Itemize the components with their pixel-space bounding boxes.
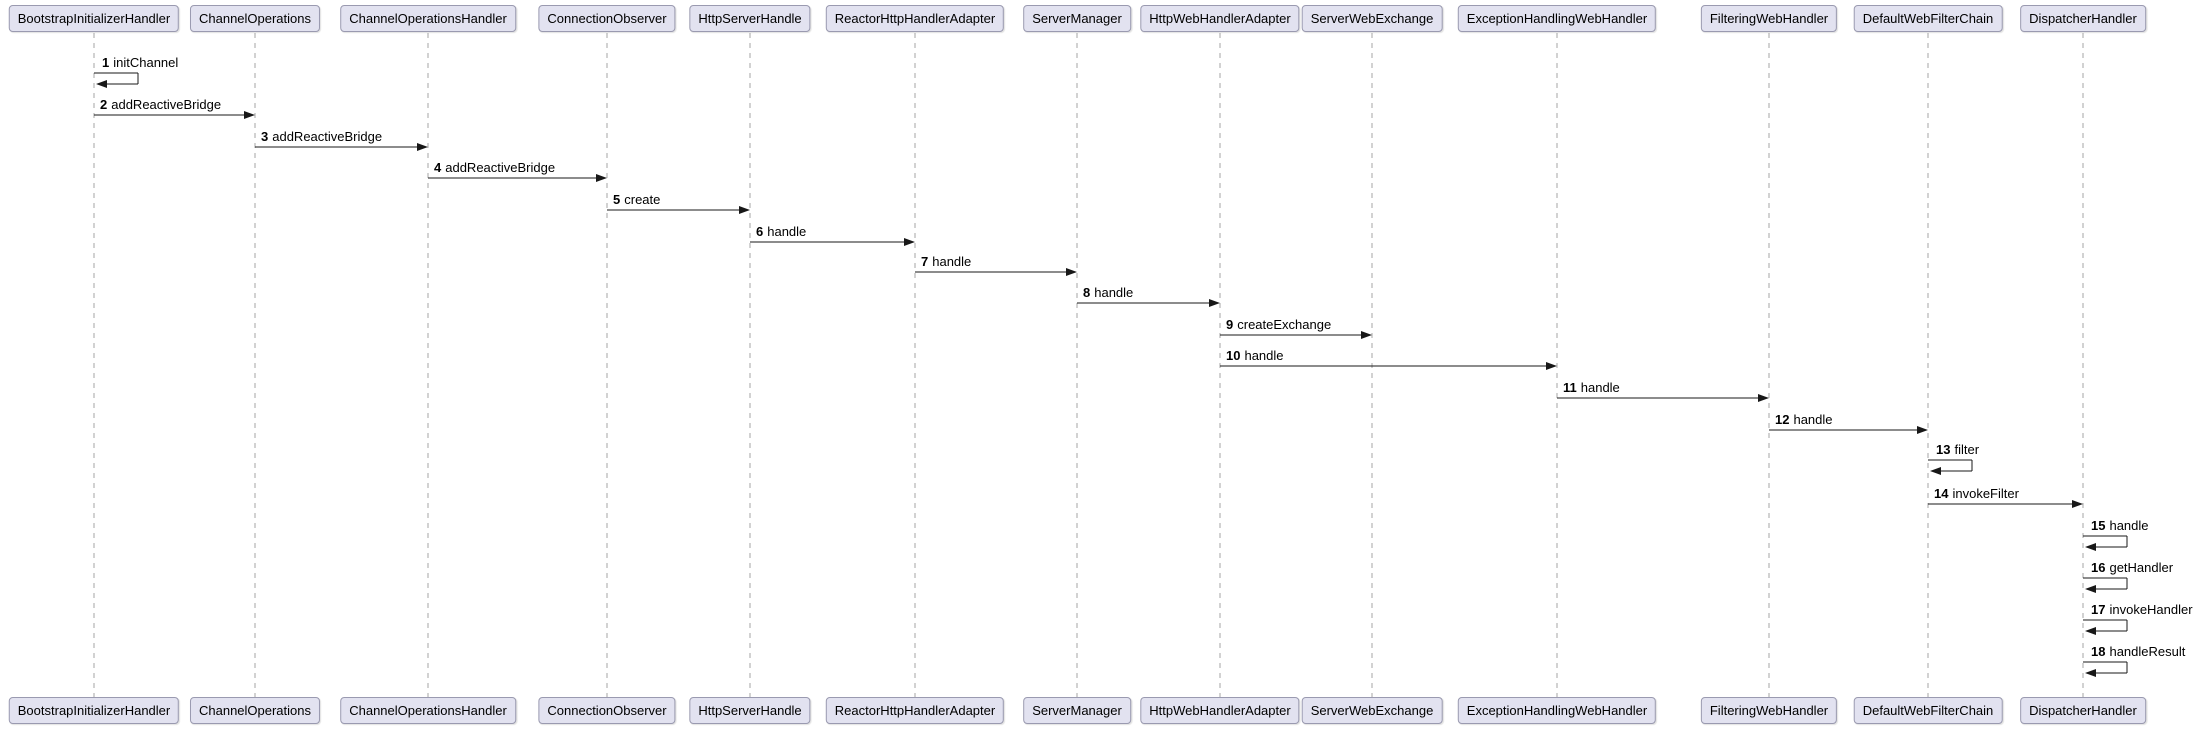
participant-box-bottom: ChannelOperations [189,697,321,724]
message-name: invokeFilter [1952,486,2019,501]
message-name: handle [1580,380,1620,395]
message-name: addReactiveBridge [272,129,383,144]
message-number: 2 [100,97,108,112]
message-number: 13 [1936,442,1951,457]
message-number: 4 [434,160,442,175]
participant-box-top: ServerManager [1023,5,1131,32]
message-name: handleResult [2109,644,2186,659]
participant-box-bottom: BootstrapInitializerHandler [8,697,180,724]
participant-box-top: DispatcherHandler [2020,5,2146,32]
arrowhead-right-icon [1209,299,1220,307]
participant-box-bottom: ReactorHttpHandlerAdapter [825,697,1005,724]
arrowhead-right-icon [1917,426,1928,434]
message-name: invokeHandler [2109,602,2193,617]
participant-box-top: ChannelOperations [189,5,321,32]
participant-box-bottom: ConnectionObserver [538,697,676,724]
arrowhead-right-icon [1066,268,1077,276]
arrowhead-right-icon [1758,394,1769,402]
arrowhead-right-icon [1546,362,1557,370]
arrowhead-left-icon [2085,669,2096,677]
participant-box-top: ChannelOperationsHandler [340,5,516,32]
participant-box-bottom: ServerWebExchange [1301,697,1443,724]
message-number: 12 [1775,412,1790,427]
participant-box-top: DefaultWebFilterChain [1853,5,2003,32]
message-name: addReactiveBridge [445,160,556,175]
message-number: 10 [1226,348,1241,363]
participant-box-top: ServerWebExchange [1301,5,1443,32]
message-name: addReactiveBridge [111,97,222,112]
participant-box-top: HttpWebHandlerAdapter [1140,5,1300,32]
message-number: 9 [1226,317,1234,332]
message-number: 16 [2091,560,2106,575]
message-name: getHandler [2109,560,2174,575]
message-name: handle [2109,518,2149,533]
message-name: createExchange [1237,317,1332,332]
message-name: handle [1244,348,1284,363]
participant-box-bottom: ChannelOperationsHandler [340,697,516,724]
arrowhead-right-icon [904,238,915,246]
message-number: 11 [1563,380,1577,395]
arrowhead-right-icon [244,111,255,119]
message-name: handle [767,224,807,239]
message-number: 8 [1083,285,1091,300]
message-number: 15 [2091,518,2106,533]
arrowhead-left-icon [2085,543,2096,551]
message-name: handle [932,254,972,269]
message-name: initChannel [113,55,179,70]
participant-box-bottom: ServerManager [1023,697,1131,724]
participant-box-bottom: ExceptionHandlingWebHandler [1457,697,1657,724]
participant-box-top: BootstrapInitializerHandler [8,5,180,32]
message-name: create [624,192,661,207]
message-number: 5 [613,192,621,207]
message-number: 1 [102,55,110,70]
participant-box-bottom: FilteringWebHandler [1700,697,1838,724]
arrowhead-right-icon [1361,331,1372,339]
participant-box-bottom: DefaultWebFilterChain [1853,697,2003,724]
message-number: 7 [921,254,929,269]
participant-box-top: FilteringWebHandler [1700,5,1838,32]
participant-box-bottom: HttpServerHandle [689,697,811,724]
participant-box-top: ReactorHttpHandlerAdapter [825,5,1005,32]
message-number: 14 [1934,486,1949,501]
arrowhead-left-icon [1930,467,1941,475]
arrowhead-left-icon [2085,627,2096,635]
message-number: 3 [261,129,269,144]
participant-box-bottom: DispatcherHandler [2020,697,2146,724]
message-name: handle [1094,285,1134,300]
message-number: 18 [2091,644,2106,659]
message-name: handle [1793,412,1833,427]
participant-box-top: ExceptionHandlingWebHandler [1457,5,1657,32]
arrowhead-left-icon [96,80,107,88]
arrowhead-left-icon [2085,585,2096,593]
message-number: 6 [756,224,764,239]
message-number: 17 [2091,602,2106,617]
arrowhead-right-icon [2072,500,2083,508]
participant-box-top: ConnectionObserver [538,5,676,32]
participant-box-bottom: HttpWebHandlerAdapter [1140,697,1300,724]
arrowhead-right-icon [739,206,750,214]
arrowhead-right-icon [596,174,607,182]
message-name: filter [1954,442,1980,457]
participant-box-top: HttpServerHandle [689,5,811,32]
arrowhead-right-icon [417,143,428,151]
